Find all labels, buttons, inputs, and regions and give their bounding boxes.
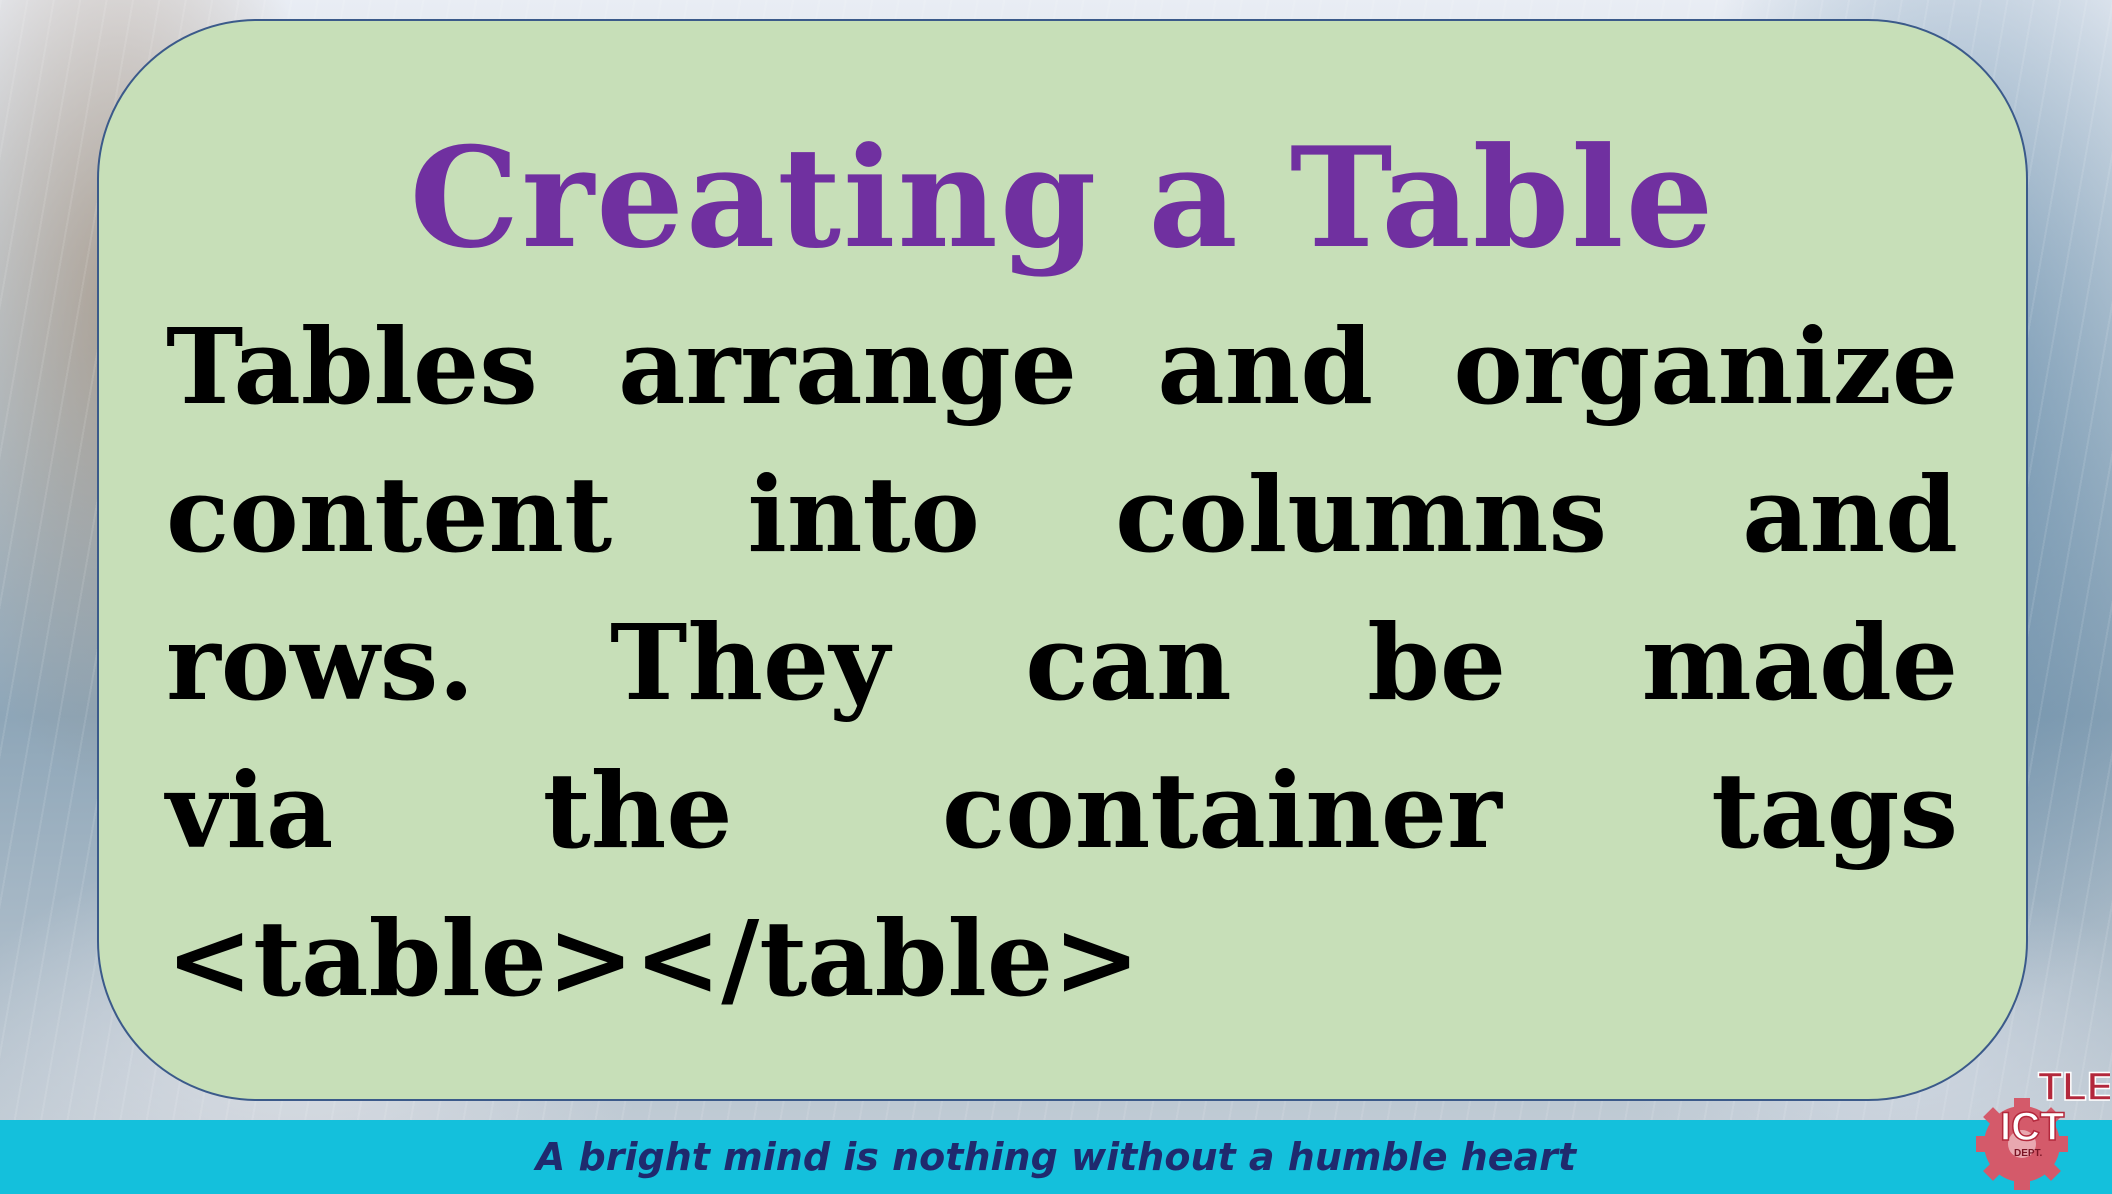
- logo-line-1: TLE: [2038, 1065, 2110, 1109]
- content-card: [97, 19, 2028, 1101]
- logo-line-3: DEPT.: [2014, 1148, 2043, 1159]
- body-line-4: via the container tags: [166, 749, 1958, 872]
- body-line-3: rows. They can be made: [166, 601, 1958, 724]
- footer-motto: A bright mind is nothing without a humbl…: [535, 1135, 1577, 1179]
- tle-ict-logo: TLE ICT DEPT.: [1976, 1064, 2110, 1190]
- body-line-2: content into columns and: [166, 453, 1958, 576]
- body-line-1: Tables arrange and organize: [166, 305, 1958, 428]
- logo-line-2: ICT: [2000, 1105, 2064, 1149]
- slide-body: Tables arrange and organize content into…: [166, 293, 1958, 1033]
- body-line-5: <table></table>: [166, 897, 1141, 1020]
- gear-icon: [1976, 1098, 2068, 1190]
- slide-title: Creating a Table: [409, 116, 1716, 279]
- footer-bar: A bright mind is nothing without a humbl…: [0, 1120, 2112, 1194]
